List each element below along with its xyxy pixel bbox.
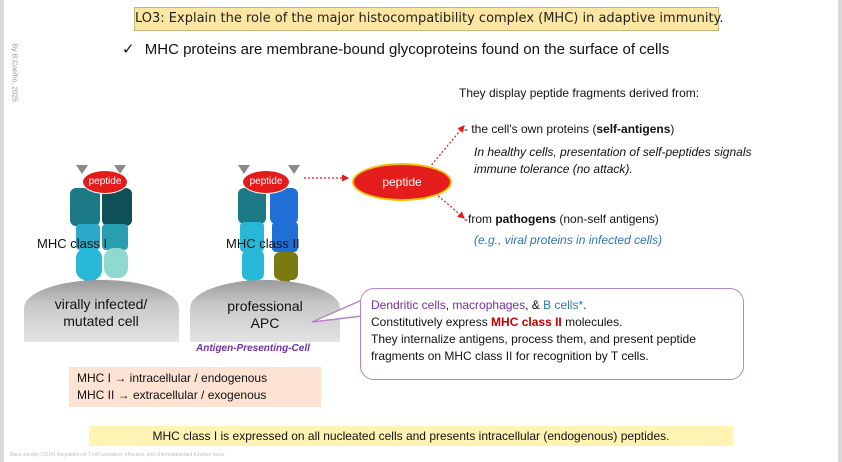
callout-line-4: fragments on MHC class II for recognitio…	[371, 349, 649, 363]
mhc1-cell-label: virally infected/ mutated cell	[54, 296, 148, 329]
arrows-diagram	[304, 125, 465, 219]
mhc1-cell-membrane	[24, 280, 179, 342]
pathogens-example: (e.g., viral proteins in infected cells)	[474, 233, 663, 247]
mhc2-cell-membrane	[190, 280, 340, 342]
pathogens-item: -from pathogens (non-self antigens)	[464, 212, 659, 226]
callout-line-1: Dendritic cells, macrophages, & B cells*…	[371, 298, 587, 312]
callout-line-3: They internalize antigens, process them,…	[371, 332, 696, 346]
display-heading: They display peptide fragments derived f…	[459, 86, 700, 100]
callout-line-2: Constitutively express MHC class II mole…	[371, 315, 623, 329]
mhc-summary-box: MHC I → intracellular / endogenous MHC I…	[69, 367, 321, 407]
main-bullet-text: MHC proteins are membrane-bound glycopro…	[144, 41, 670, 58]
side-credit: By B.Coelho, 2025	[10, 43, 18, 102]
footer-reference: Bass-Jocoby, (2014) Regulation of T-cell…	[10, 452, 225, 458]
slide-title: LO3: Explain the role of the major histo…	[134, 7, 724, 31]
mhc2-peptide-label: peptide	[242, 170, 290, 194]
mhc2-label: MHC class II	[226, 236, 300, 251]
main-bullet: ✓ MHC proteins are membrane-bound glycop…	[122, 40, 669, 58]
apc-callout: Dendritic cells, macrophages, & B cells*…	[360, 288, 744, 380]
self-antigens-item: - the cell's own proteins (self-antigens…	[464, 122, 675, 136]
checkmark-icon: ✓	[122, 41, 135, 58]
apc-label: Antigen-Presenting-Cell	[196, 343, 310, 354]
mhc2-cell-label: professional APC	[227, 298, 303, 331]
peptide-oval: peptide	[352, 163, 452, 201]
mhc-class-1-diagram: peptide MHC class I virally infected/ mu…	[24, 160, 179, 342]
mhc-class-2-diagram: peptide MHC class II professional APC	[190, 160, 342, 342]
bottom-note: MHC class I is expressed on all nucleate…	[89, 426, 733, 446]
slide: LO3: Explain the role of the major histo…	[4, 0, 838, 462]
mhc1-peptide-label: peptide	[82, 170, 128, 194]
arrow-to-self-antigens	[428, 125, 465, 169]
callout-pointer	[311, 299, 363, 323]
mhc1-label: MHC class I	[37, 236, 108, 251]
self-antigens-note: In healthy cells, presentation of self-p…	[474, 145, 752, 176]
